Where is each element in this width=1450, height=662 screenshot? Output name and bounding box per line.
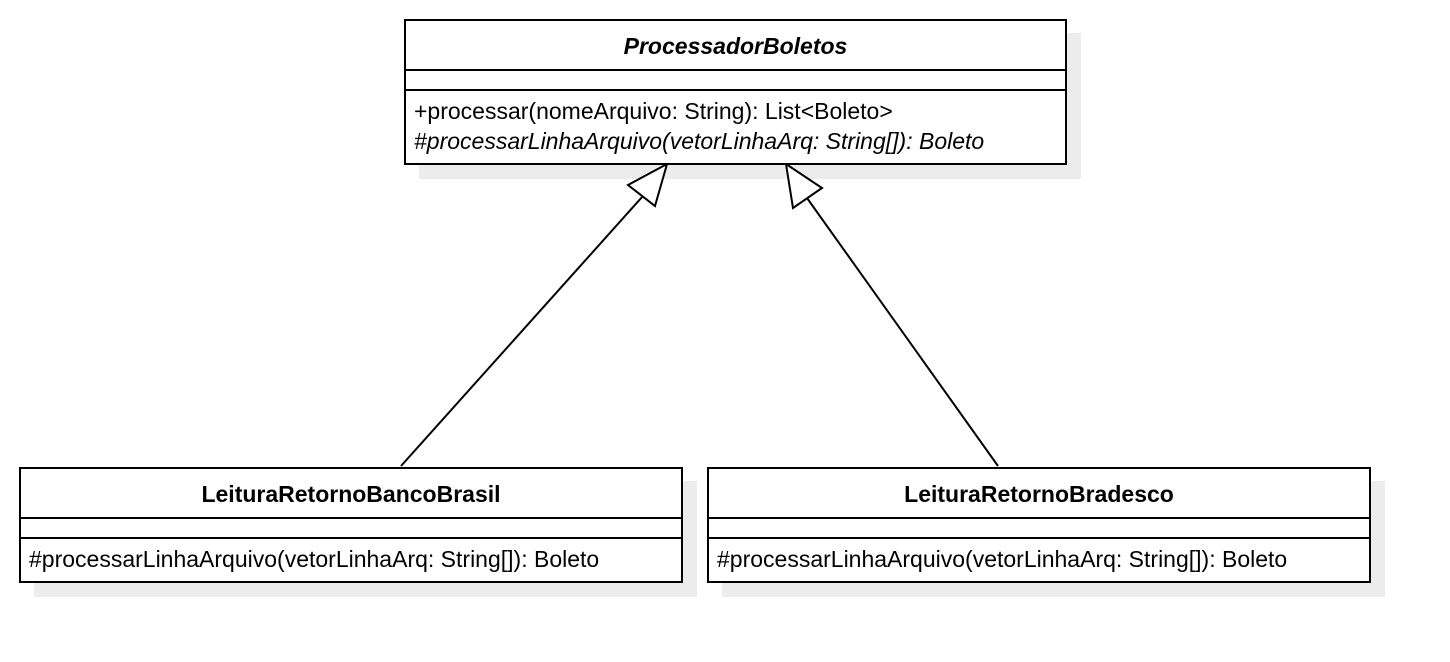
generalization-line-banco-brasil [400, 195, 644, 467]
generalization-arrowhead-bradesco [784, 161, 824, 210]
class-name: ProcessadorBoletos [406, 21, 1065, 71]
attributes-compartment [21, 519, 681, 539]
generalization-arrowhead-banco-brasil [626, 161, 669, 208]
operations-compartment: #processarLinhaArquivo(vetorLinhaArq: St… [21, 539, 681, 574]
class-name: LeituraRetornoBancoBrasil [21, 469, 681, 519]
operations-compartment: +processar(nomeArquivo: String): List<Bo… [406, 91, 1065, 156]
operations-compartment: #processarLinhaArquivo(vetorLinhaArq: St… [709, 539, 1369, 574]
operation-processar: +processar(nomeArquivo: String): List<Bo… [414, 98, 893, 124]
class-leitura-retorno-bradesco[interactable]: LeituraRetornoBradesco #processarLinhaAr… [707, 467, 1371, 583]
attributes-compartment [406, 71, 1065, 91]
attributes-compartment [709, 519, 1369, 539]
class-name: LeituraRetornoBradesco [709, 469, 1369, 519]
class-leitura-retorno-banco-brasil[interactable]: LeituraRetornoBancoBrasil #processarLinh… [19, 467, 683, 583]
operation-processar-linha-arquivo: #processarLinhaArquivo(vetorLinhaArq: St… [717, 546, 1288, 572]
generalization-line-bradesco [806, 197, 999, 467]
class-processador-boletos[interactable]: ProcessadorBoletos +processar(nomeArquiv… [404, 19, 1067, 165]
operation-processar-linha-arquivo: #processarLinhaArquivo(vetorLinhaArq: St… [414, 128, 985, 154]
operation-processar-linha-arquivo: #processarLinhaArquivo(vetorLinhaArq: St… [29, 546, 600, 572]
